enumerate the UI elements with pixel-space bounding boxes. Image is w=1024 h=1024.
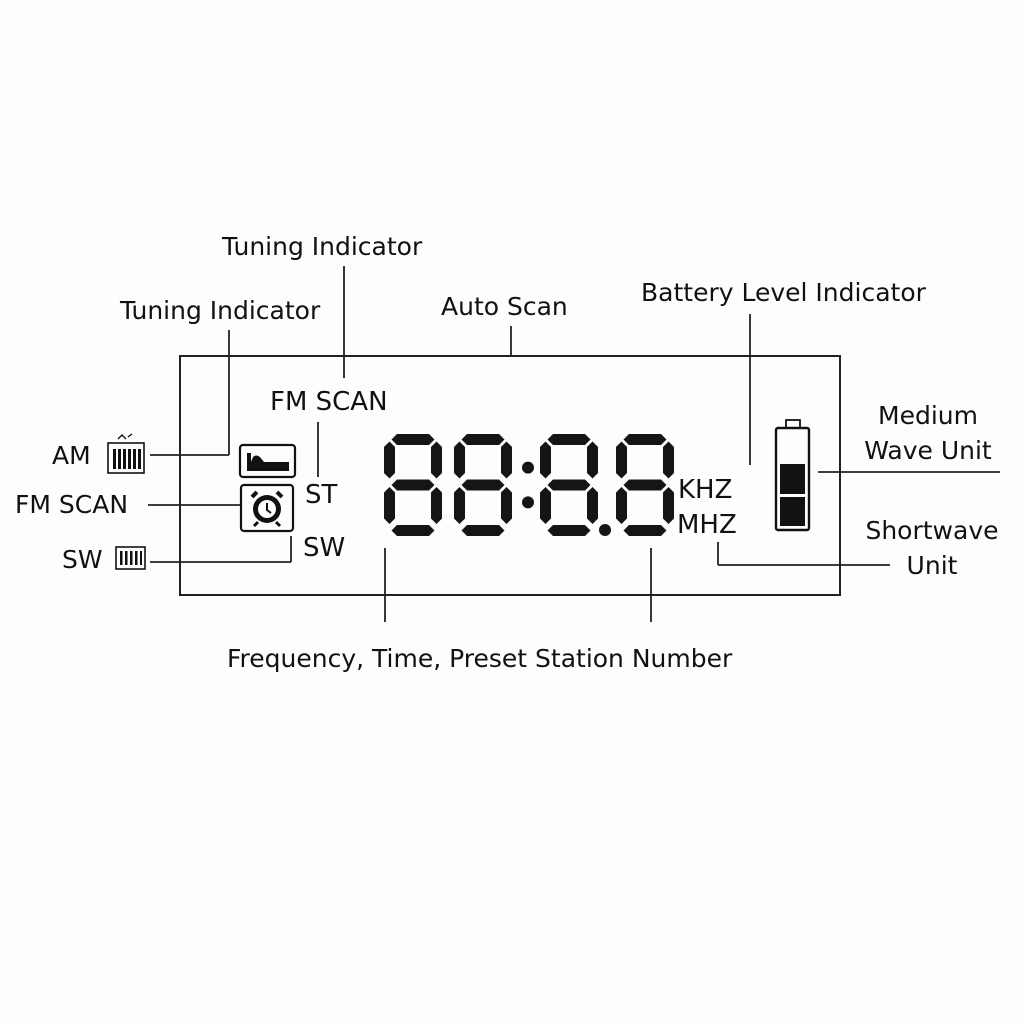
am-label: AM — [52, 441, 91, 470]
signal-bars-icon-sw — [115, 546, 146, 570]
segment-digit — [454, 434, 512, 536]
segment-d — [461, 525, 505, 536]
segment-f — [454, 441, 465, 479]
segment-digit — [616, 434, 674, 536]
segment-e — [540, 487, 551, 524]
frequency-time-preset-label: Frequency, Time, Preset Station Number — [227, 644, 733, 673]
lcd-frame — [179, 355, 841, 596]
segment-d — [391, 525, 435, 536]
segment-d — [547, 525, 591, 536]
segment-f — [540, 441, 551, 479]
tuning-indicator-top-label: Tuning Indicator — [222, 232, 423, 261]
decimal-point — [599, 524, 611, 536]
segment-b — [431, 441, 442, 479]
battery-segment-2 — [780, 497, 805, 526]
segment-a — [461, 434, 505, 445]
colon-dot — [522, 496, 534, 509]
shortwave-unit-label-line2: Unit — [906, 551, 958, 580]
lcd-khz-label: KHZ — [678, 475, 733, 505]
lcd-sw-label: SW — [303, 533, 346, 563]
segment-c — [431, 487, 442, 524]
segment-e — [384, 487, 395, 524]
segment-f — [616, 441, 627, 479]
segment-digit — [384, 434, 442, 536]
battery-level-indicator-label: Battery Level Indicator — [641, 278, 926, 307]
segment-g — [461, 479, 505, 491]
lcd-mhz-label: MHZ — [677, 510, 737, 540]
medium-wave-unit-label-line1: Medium — [878, 401, 978, 430]
auto-scan-label: Auto Scan — [441, 292, 568, 321]
battery-icon — [774, 419, 811, 532]
shortwave-unit-label-line1: Shortwave — [865, 516, 999, 545]
segment-a — [547, 434, 591, 445]
segment-g — [391, 479, 435, 491]
segment-e — [454, 487, 465, 524]
seven-segment-display — [384, 434, 674, 536]
segment-g — [623, 479, 667, 491]
segment-b — [587, 441, 598, 479]
segment-b — [663, 441, 674, 479]
tuning-indicator-left-label: Tuning Indicator — [120, 296, 321, 325]
fm-scan-left-label: FM SCAN — [15, 490, 129, 519]
battery-segment-1 — [780, 464, 805, 494]
lcd-fm-scan-label: FM SCAN — [270, 387, 388, 417]
bed-icon — [238, 443, 297, 479]
segment-f — [384, 441, 395, 479]
segment-a — [391, 434, 435, 445]
segment-d — [623, 525, 667, 536]
colon-dot — [522, 461, 534, 474]
medium-wave-unit-label-line2: Wave Unit — [864, 436, 992, 465]
segment-digit — [540, 434, 598, 536]
segment-g — [547, 479, 591, 491]
segment-b — [501, 441, 512, 479]
segment-c — [501, 487, 512, 524]
lcd-st-label: ST — [305, 480, 338, 510]
segment-a — [623, 434, 667, 445]
segment-c — [587, 487, 598, 524]
segment-e — [616, 487, 627, 524]
signal-bars-icon — [107, 433, 145, 474]
alarm-clock-icon — [239, 483, 295, 533]
sw-left-label: SW — [62, 545, 103, 574]
segment-c — [663, 487, 674, 524]
